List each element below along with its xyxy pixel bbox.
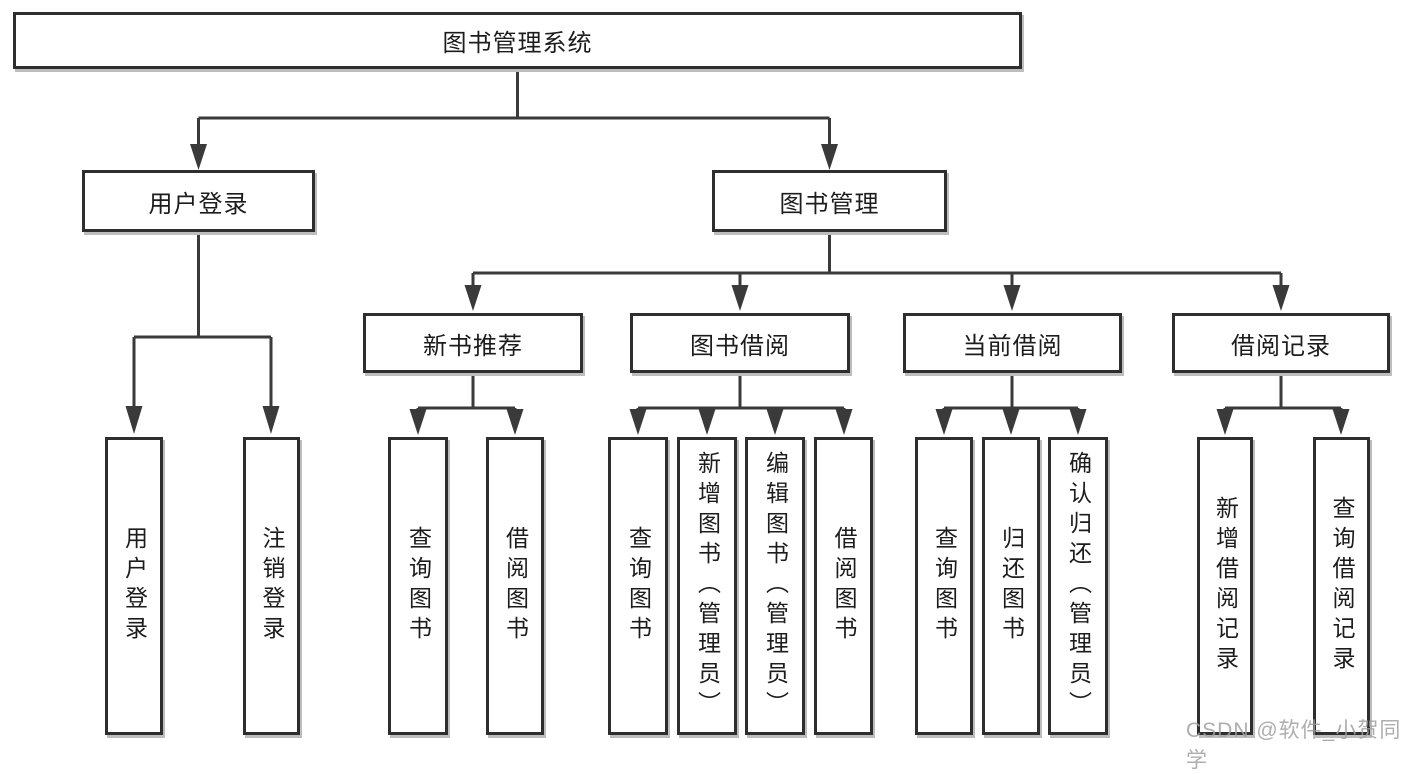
node-new-book-recommend: 新书推荐	[363, 313, 583, 373]
leaf-confirm-return-admin: 确认归还（管理员）	[1048, 437, 1108, 735]
leaf-add-books-admin: 新增图书（管理员）	[677, 437, 737, 735]
leaf-query-books-recommend: 查询图书	[388, 437, 448, 735]
watermark: CSDN @软件_小贺同学	[1186, 719, 1402, 772]
leaf-query-books-borrowing: 查询图书	[608, 437, 668, 735]
leaf-borrow-books: 借阅图书	[814, 437, 873, 735]
node-library-management-system: 图书管理系统	[13, 12, 1022, 69]
leaf-logout: 注销登录	[243, 437, 300, 735]
node-book-borrowing: 图书借阅	[630, 313, 850, 373]
node-user-login: 用户登录	[82, 170, 315, 232]
leaf-query-borrow-record: 查询借阅记录	[1313, 437, 1370, 735]
node-current-borrowing: 当前借阅	[903, 313, 1122, 373]
leaf-user-login: 用户登录	[105, 437, 163, 735]
leaf-borrow-books-recommend: 借阅图书	[486, 437, 544, 735]
leaf-return-books: 归还图书	[982, 437, 1040, 735]
connector-lines	[125, 68, 1350, 435]
leaf-query-books-current: 查询图书	[915, 437, 973, 735]
node-borrow-records: 借阅记录	[1172, 313, 1390, 373]
leaf-add-borrow-record: 新增借阅记录	[1197, 437, 1253, 735]
node-book-management: 图书管理	[712, 170, 947, 232]
leaf-edit-books-admin: 编辑图书（管理员）	[745, 437, 805, 735]
